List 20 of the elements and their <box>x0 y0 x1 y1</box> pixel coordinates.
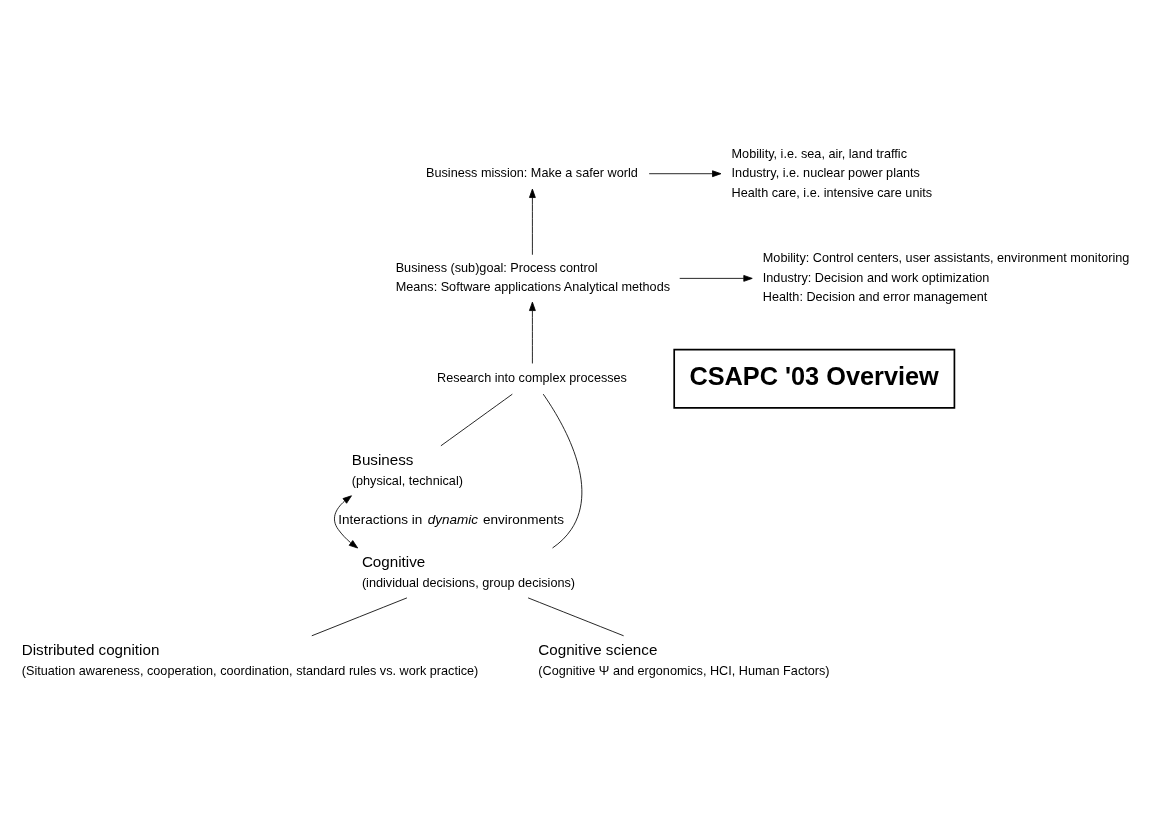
arrow <box>679 274 753 282</box>
connector <box>542 393 583 548</box>
node-text: Mobility: Control centers, user assistants, environment monitoring Industry: Decision and work optimization Health: Decision and error management <box>762 250 1130 304</box>
arrow <box>648 169 722 177</box>
connector <box>440 393 513 446</box>
connector <box>311 596 408 636</box>
arrow <box>529 188 536 255</box>
node-text: Business mission: Make a safer world <box>426 165 638 180</box>
node-box: CSAPC '03 Overview <box>673 348 956 409</box>
node-text: Cognitive (individual decisions, group decisions) <box>361 552 576 590</box>
node-text: Research into complex processes <box>437 370 627 385</box>
arrow <box>529 301 536 364</box>
connector <box>527 596 625 636</box>
node-text: Business (sub)goal: Process control Means: Software applications Analytical methods <box>395 260 671 294</box>
edge-label: Interactions in dynamic environments <box>338 511 565 527</box>
node-text: Distributed cognition (Situation awareness, cooperation, coordination, standard rules vs. work practice) <box>21 640 479 678</box>
arrow <box>334 494 359 548</box>
node-text: Business (physical, technical) <box>351 450 463 488</box>
node-text: Cognitive science (Cognitive Ψ and ergonomics, HCI, Human Factors) <box>538 640 830 678</box>
node-text: Mobility, i.e. sea, air, land traffic Industry, i.e. nuclear power plants Health care, i.e. intensive care units <box>731 146 933 199</box>
